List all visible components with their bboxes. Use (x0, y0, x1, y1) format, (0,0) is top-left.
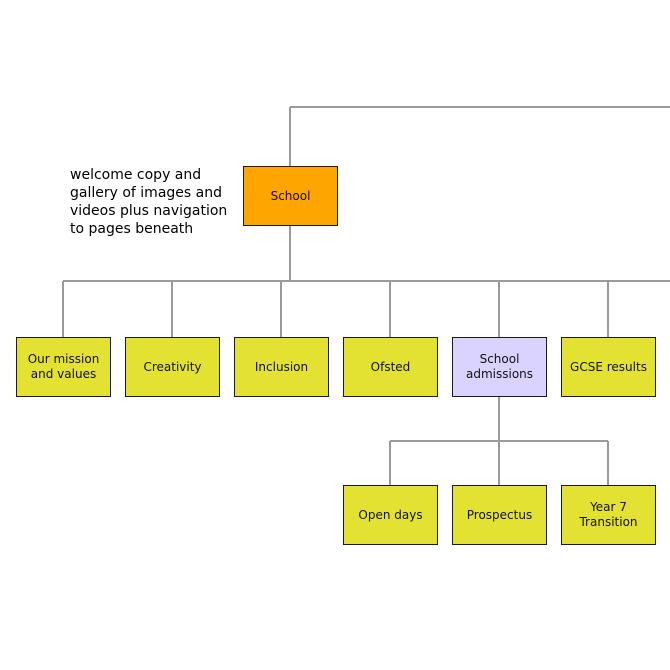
node-ofsted[interactable]: Ofsted (343, 337, 438, 397)
node-year-7-transition[interactable]: Year 7 Transition (561, 485, 656, 545)
node-gcse-results[interactable]: GCSE results (561, 337, 656, 397)
annotation-line: to pages beneath (70, 221, 194, 237)
annotation-line: welcome copy and (70, 167, 202, 183)
node-creativity[interactable]: Creativity (125, 337, 220, 397)
node-school[interactable]: School (243, 166, 338, 226)
annotation-line: videos plus navigation (70, 203, 228, 219)
node-prospectus[interactable]: Prospectus (452, 485, 547, 545)
node-school-admissions[interactable]: School admissions (452, 337, 547, 397)
node-inclusion[interactable]: Inclusion (234, 337, 329, 397)
annotation-line: gallery of images and (70, 185, 222, 201)
school-page-annotation: welcome copy and gallery of images and v… (70, 166, 240, 238)
node-open-days[interactable]: Open days (343, 485, 438, 545)
node-our-mission-and-values[interactable]: Our mission and values (16, 337, 111, 397)
